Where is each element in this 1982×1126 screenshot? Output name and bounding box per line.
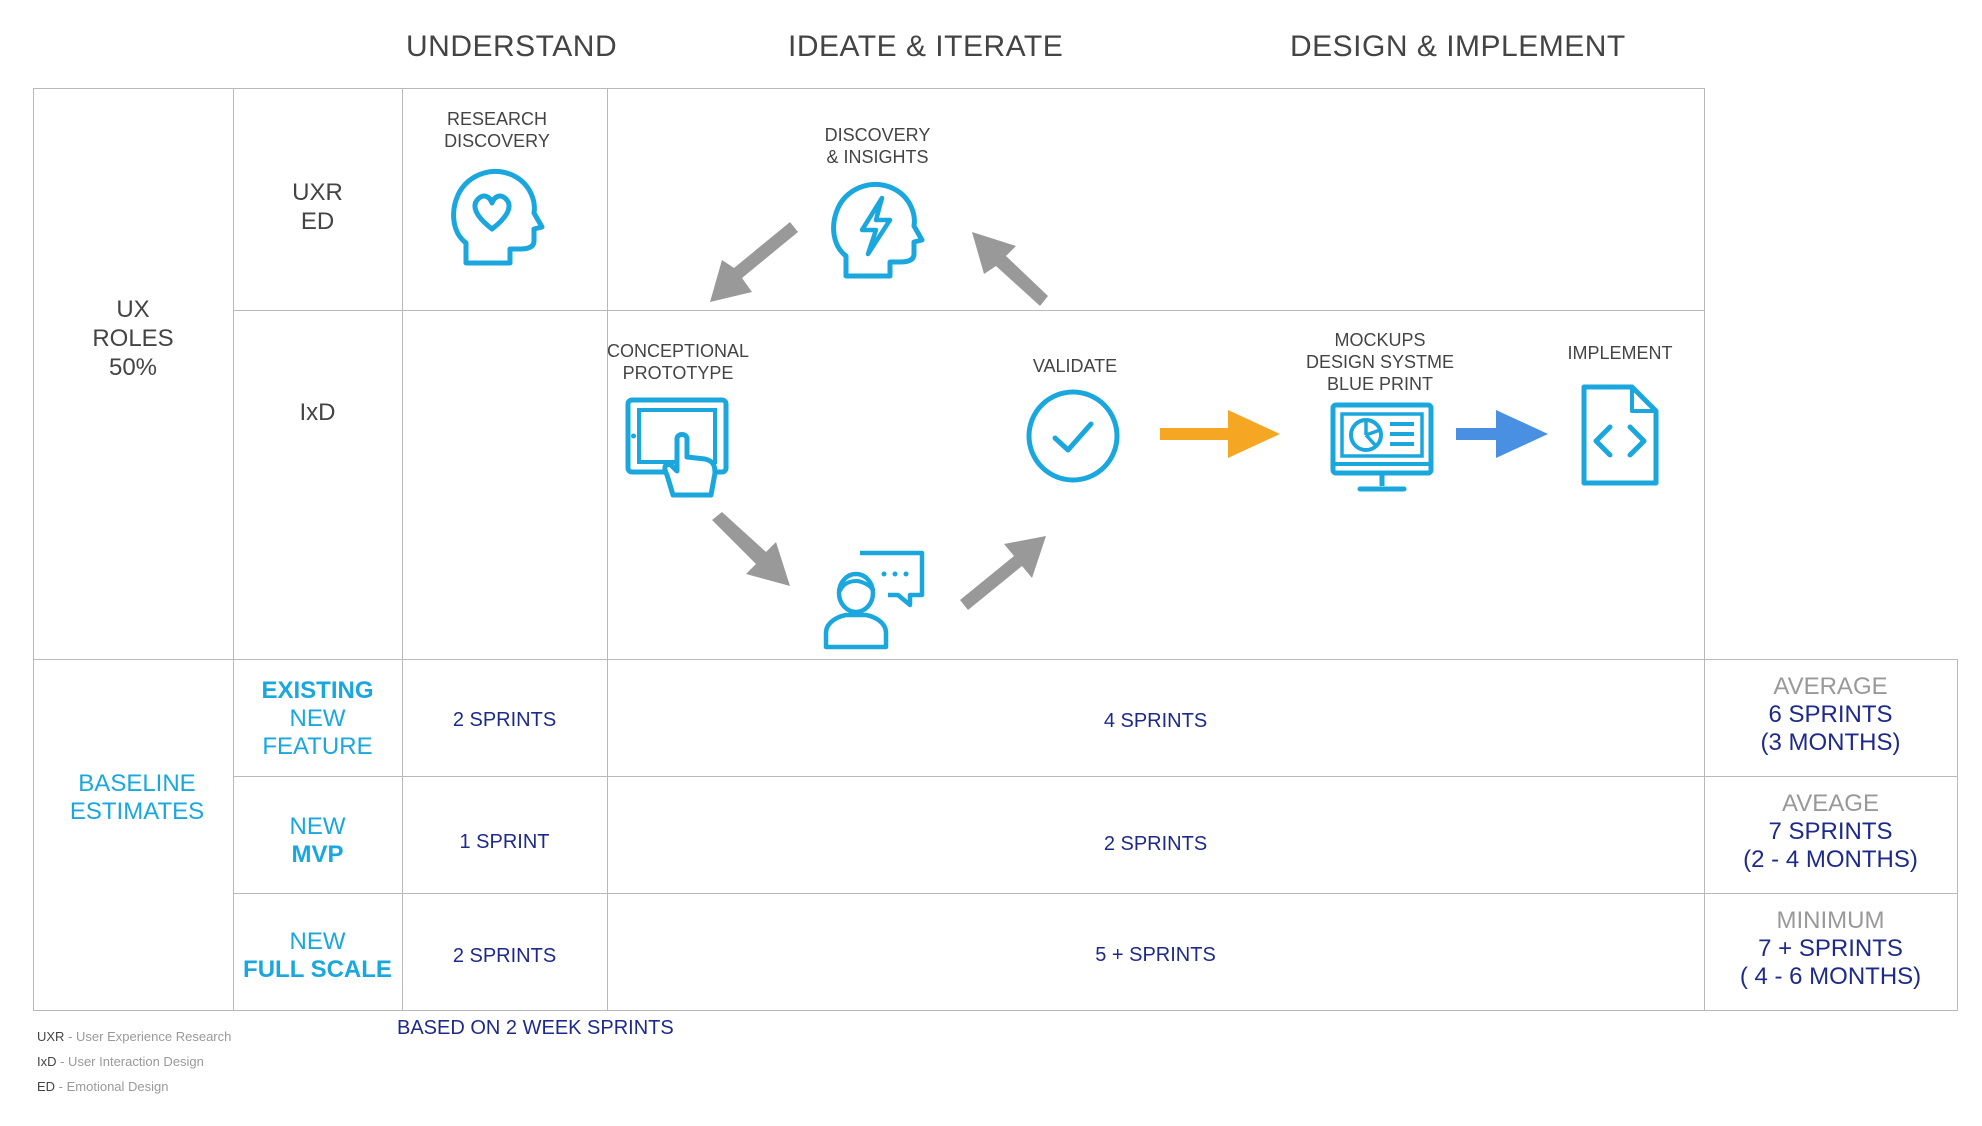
row1-summary: AVERAGE 6 SPRINTS (3 MONTHS) xyxy=(1760,673,1901,756)
implement-label: IMPLEMENT xyxy=(1567,343,1673,363)
gray-arrow-to-discovery xyxy=(972,232,1048,306)
discovery-insights-label: DISCOVERY & INSIGHTS xyxy=(824,125,931,167)
row-label-mvp: NEW MVP xyxy=(289,813,346,868)
gray-arrow-to-validate xyxy=(960,536,1046,610)
row3-understand-sprints: 2 SPRINTS xyxy=(452,945,557,967)
row-label-full-scale: NEW FULL SCALE xyxy=(243,928,392,983)
legend-ed: ED - Emotional Design xyxy=(37,1079,169,1094)
row3-ideate-sprints: 5 + SPRINTS xyxy=(1095,944,1216,966)
baseline-estimates-label: BASELINE ESTIMATES xyxy=(69,770,205,825)
head-lightning-icon xyxy=(831,181,925,279)
legend-uxr: UXR - User Experience Research xyxy=(37,1029,232,1044)
row1-ideate-sprints: 4 SPRINTS xyxy=(1103,710,1208,732)
gray-arrow-to-prototype xyxy=(710,222,798,302)
check-circle-icon xyxy=(1026,389,1120,483)
row1-understand-sprints: 2 SPRINTS xyxy=(452,709,557,731)
row3-summary: MINIMUM 7 + SPRINTS ( 4 - 6 MONTHS) xyxy=(1739,907,1922,990)
person-chat-icon xyxy=(823,550,925,650)
validate-label: VALIDATE xyxy=(1032,356,1118,376)
conceptional-prototype-label: CONCEPTIONAL PROTOTYPE xyxy=(606,341,750,383)
phase-understand: UNDERSTAND xyxy=(406,30,618,63)
monitor-chart-icon xyxy=(1330,402,1434,492)
sprint-note: BASED ON 2 WEEK SPRINTS xyxy=(397,1017,674,1039)
legend-ixd: IxD - User Interaction Design xyxy=(37,1054,204,1069)
research-discovery-label: RESEARCH DISCOVERY xyxy=(444,109,550,151)
uxr-ed-label: UXR ED xyxy=(292,179,343,235)
mockups-label: MOCKUPS DESIGN SYSTME BLUE PRINT xyxy=(1305,330,1455,394)
ixd-label: IxD xyxy=(299,399,336,426)
row2-understand-sprints: 1 SPRINT xyxy=(459,831,550,853)
row2-ideate-sprints: 2 SPRINTS xyxy=(1103,833,1208,855)
gray-arrow-to-user xyxy=(712,512,790,586)
code-file-icon xyxy=(1581,384,1659,486)
head-heart-icon xyxy=(451,168,545,266)
orange-arrow xyxy=(1160,410,1280,458)
row2-summary: AVEAGE 7 SPRINTS (2 - 4 MONTHS) xyxy=(1743,790,1918,873)
phase-ideate-iterate: IDEATE & ITERATE xyxy=(788,30,1064,63)
phase-design-implement: DESIGN & IMPLEMENT xyxy=(1290,30,1626,63)
tablet-touch-icon xyxy=(625,397,729,498)
row-label-existing: EXISTING NEW FEATURE xyxy=(261,677,374,760)
blue-arrow xyxy=(1456,410,1548,458)
legend: UXR - User Experience Research IxD - Use… xyxy=(37,1024,231,1099)
ux-roles-label: UX ROLES 50% xyxy=(92,296,174,381)
